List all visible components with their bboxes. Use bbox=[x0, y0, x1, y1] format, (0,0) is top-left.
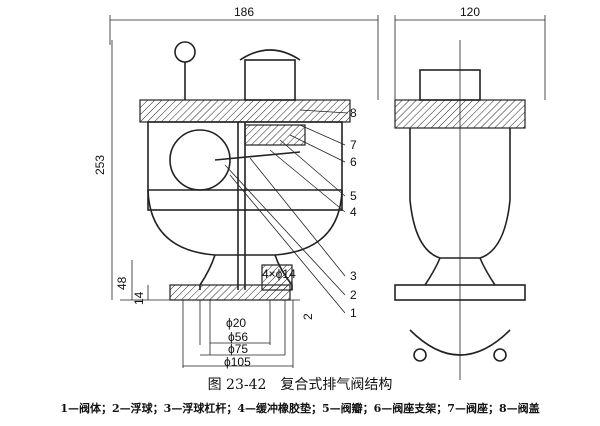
dim-2: 2 bbox=[301, 313, 315, 320]
dim-bolt-holes: 4×ϕ14 bbox=[262, 267, 296, 281]
label-5: 5 bbox=[350, 189, 357, 203]
dim-120: 120 bbox=[460, 5, 480, 19]
label-4: 4 bbox=[350, 205, 357, 219]
dim-186: 186 bbox=[234, 5, 254, 19]
label-7: 7 bbox=[350, 138, 357, 152]
figure-caption: 图 23-42 复合式排气阀结构 bbox=[207, 377, 393, 393]
dim-d56: ϕ56 bbox=[228, 330, 248, 344]
label-1: 1 bbox=[350, 306, 357, 320]
front-view bbox=[120, 41, 351, 301]
dimensions: 186 120 253 48 14 2 4×ϕ14 ϕ20 ϕ56 ϕ75 ϕ1… bbox=[93, 5, 546, 369]
label-2: 2 bbox=[350, 288, 357, 302]
part-labels: 8 7 6 5 4 3 2 1 bbox=[224, 106, 357, 320]
label-8: 8 bbox=[350, 106, 357, 120]
label-6: 6 bbox=[350, 155, 357, 169]
dim-48: 48 bbox=[115, 276, 129, 290]
dim-d105: ϕ105 bbox=[224, 355, 251, 369]
dim-253: 253 bbox=[93, 155, 107, 175]
dim-14: 14 bbox=[132, 291, 146, 305]
figure-legend: 1—阀体；2—浮球；3—浮球杠杆；4—缓冲橡胶垫；5—阀瓣；6—阀座支架；7—阀… bbox=[60, 402, 540, 415]
dim-d75: ϕ75 bbox=[228, 342, 248, 356]
side-view bbox=[394, 40, 526, 380]
label-3: 3 bbox=[350, 269, 357, 283]
dim-d20: ϕ20 bbox=[226, 316, 246, 330]
float-ball bbox=[169, 129, 231, 191]
pressure-gauge bbox=[174, 41, 196, 63]
